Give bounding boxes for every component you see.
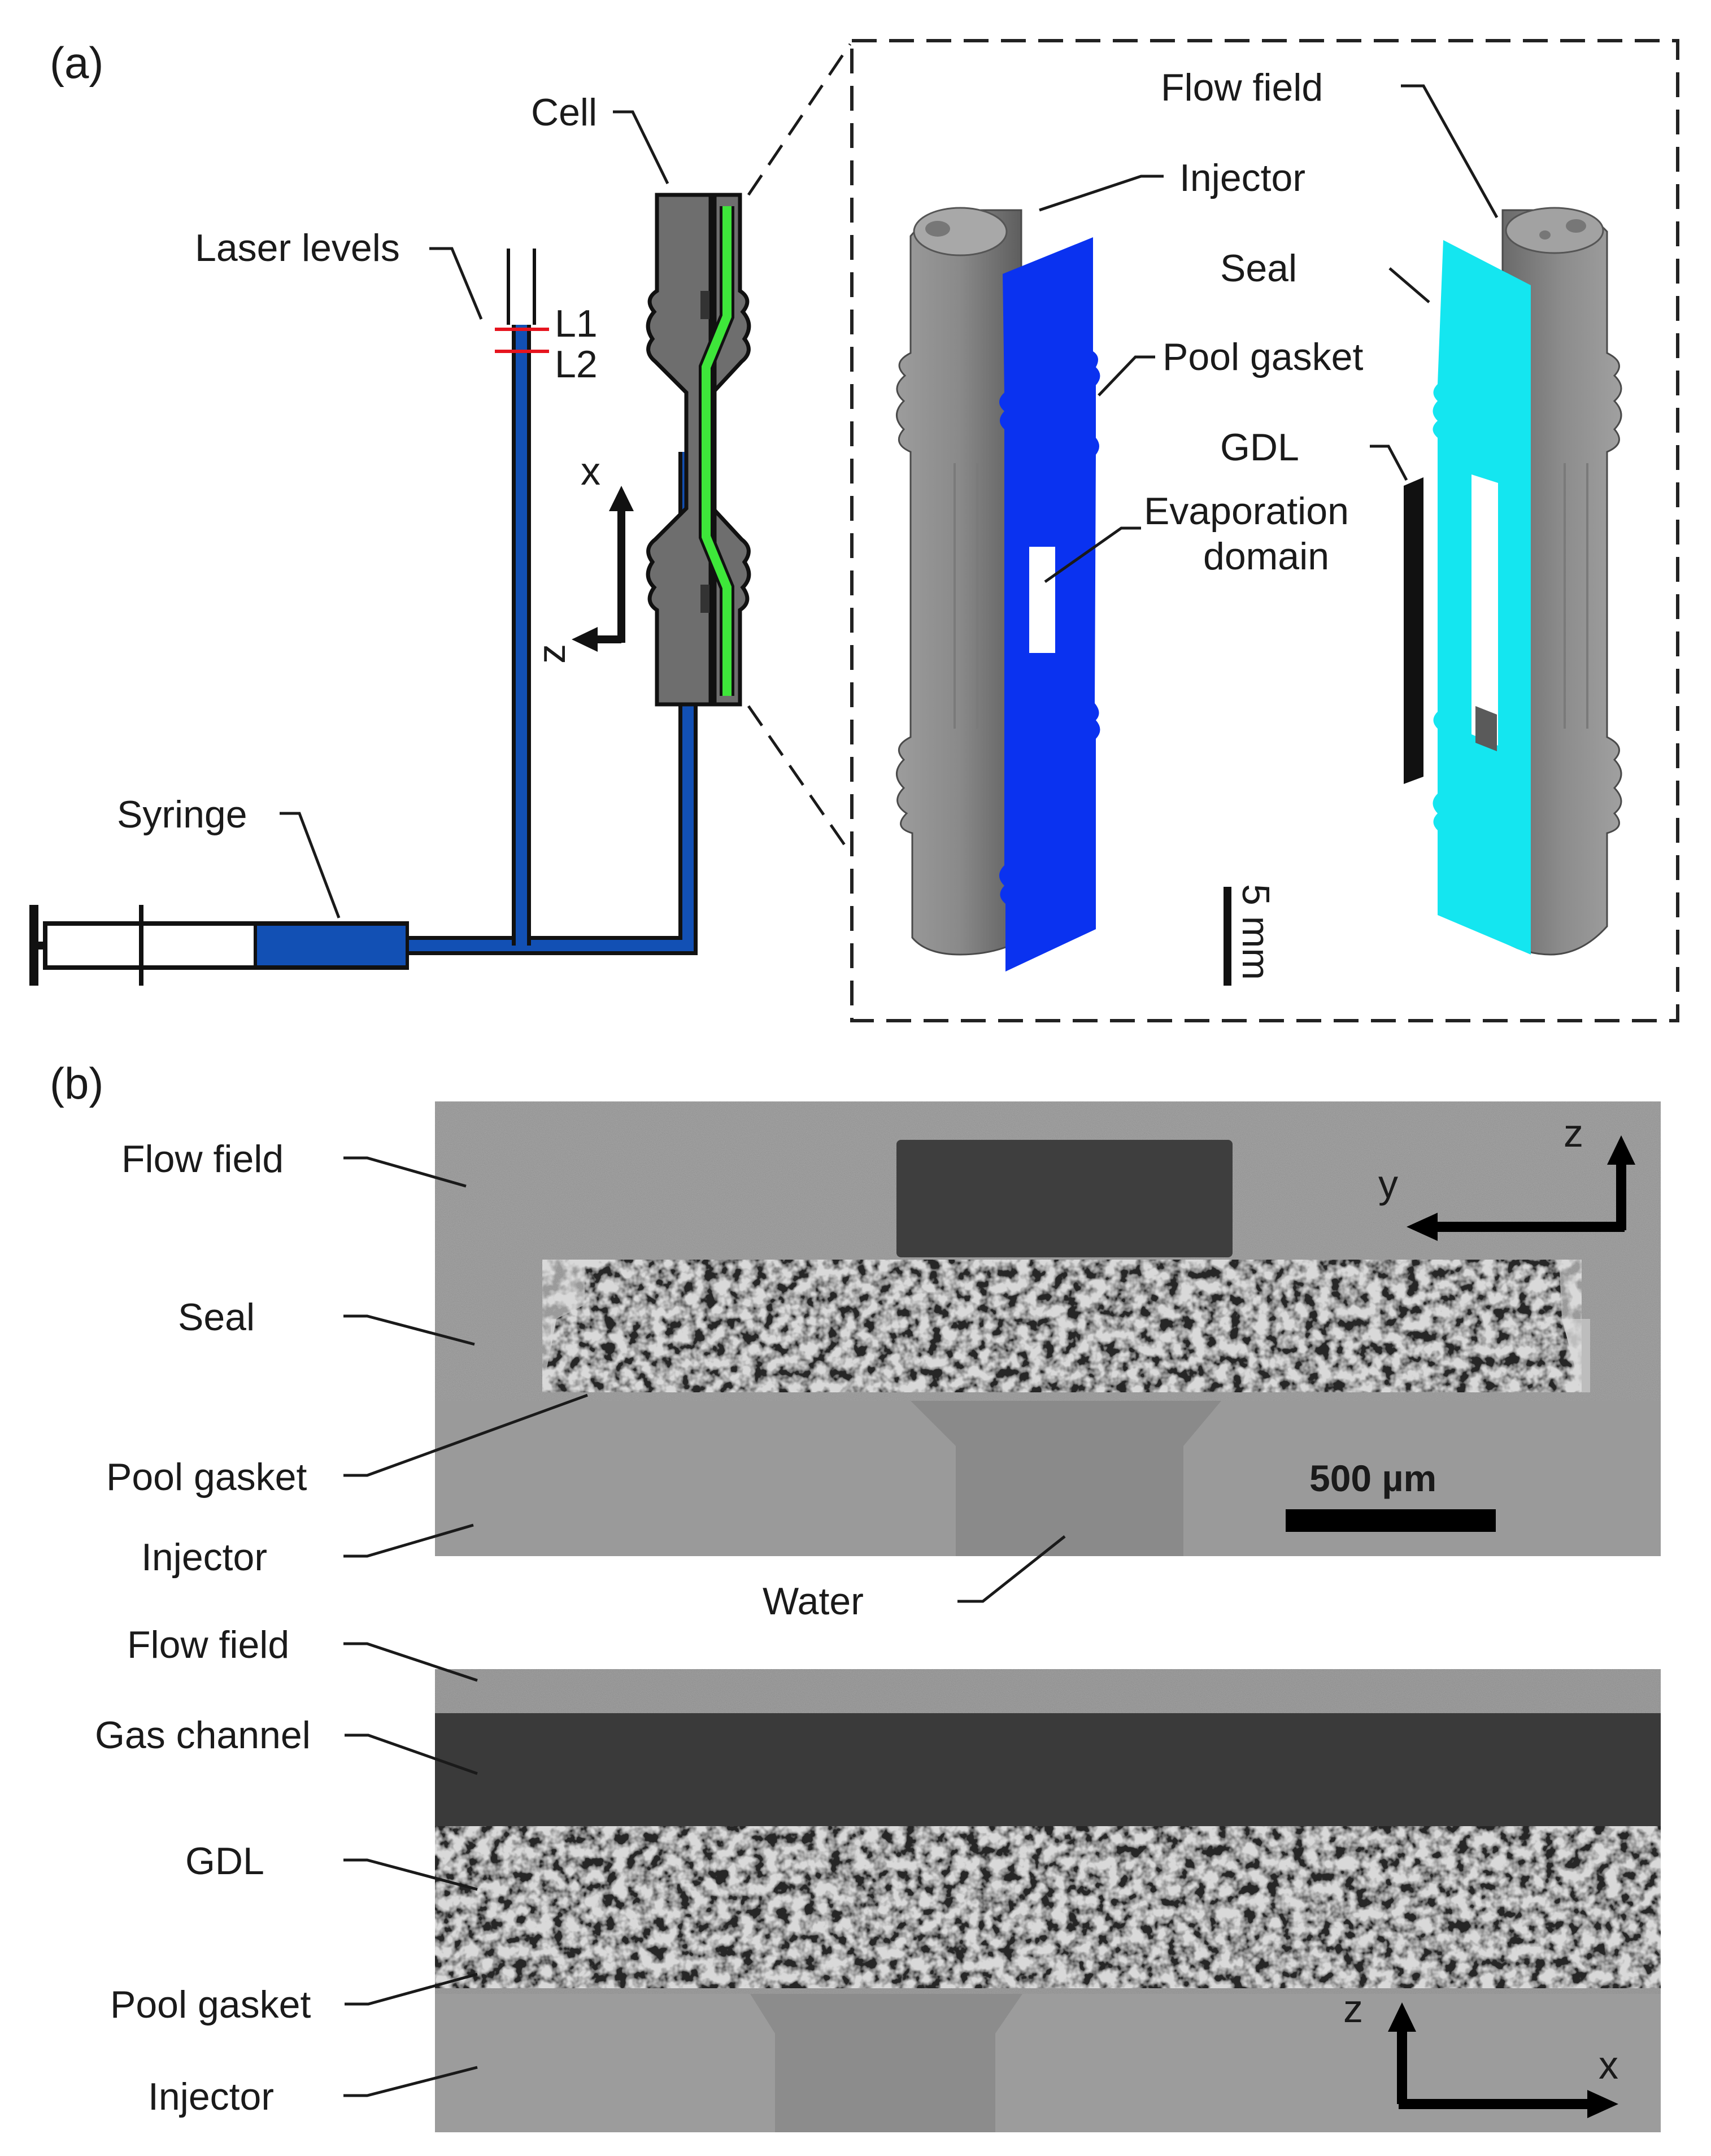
label-laser-levels: Laser levels <box>195 227 400 269</box>
bottom-label-gdl: GDL <box>185 1840 264 1883</box>
cell-cross-section: Cell <box>531 91 751 707</box>
label-injector: Injector <box>1179 156 1305 199</box>
top-slice-labels: Flow field Seal Pool gasket Injector Wat… <box>106 1138 1066 1623</box>
label-l2: L2 <box>555 343 598 386</box>
label-scale-5mm: 5 mm <box>1234 884 1277 980</box>
label-gdl: GDL <box>1220 426 1299 469</box>
syringe: Syringe <box>29 793 409 986</box>
panel-b-label: (b) <box>50 1059 103 1108</box>
water-region <box>911 1401 1221 1556</box>
label-l1: L1 <box>555 302 598 345</box>
injector-part <box>896 207 1022 956</box>
zoom-line-bottom <box>747 705 852 854</box>
label-evaporation-line2: domain <box>1203 535 1329 578</box>
cell-axes: x z <box>529 449 634 664</box>
label-water: Water <box>763 1580 864 1623</box>
exploded-view-inset: Injector Flow field Seal Pool gasket GDL… <box>850 39 1679 1022</box>
label-flow-field: Flow field <box>1161 66 1323 109</box>
cell-injector-half <box>646 193 713 707</box>
water-region-bottom <box>750 1994 1022 2132</box>
panel-a-label: (a) <box>50 38 103 88</box>
bottom-axis-z-label: z <box>1343 1987 1363 2031</box>
gas-channel-region <box>435 1713 1661 1826</box>
scale-bar-500um <box>1286 1509 1496 1532</box>
label-syringe: Syringe <box>117 793 247 836</box>
bottom-slice-labels: Flow field Gas channel GDL Pool gasket I… <box>95 1623 478 2118</box>
gdl-porous-layer-bottom <box>435 1826 1661 1988</box>
tubing-system <box>404 249 698 955</box>
ct-slice-bottom: z x <box>435 1669 1661 2132</box>
zoom-line-top <box>747 43 852 196</box>
label-scale-500um: 500 µm <box>1309 1457 1436 1499</box>
label-seal: Seal <box>1220 247 1297 290</box>
label-pool-gasket: Pool gasket <box>1163 336 1363 378</box>
bottom-label-injector: Injector <box>148 2075 274 2118</box>
bottom-label-gas-channel: Gas channel <box>95 1714 311 1757</box>
gdl-part <box>1404 477 1423 784</box>
axis-z-label: z <box>529 644 573 664</box>
evaporation-domain-window <box>1029 547 1055 653</box>
bottom-label-flow-field: Flow field <box>127 1623 289 1666</box>
flowfield-part <box>1501 207 1622 956</box>
top-label-seal: Seal <box>178 1296 255 1339</box>
label-evaporation-line1: Evaporation <box>1144 490 1349 533</box>
bottom-axis-x-label: x <box>1599 2043 1618 2087</box>
bottom-label-pool-gasket: Pool gasket <box>110 1983 311 2026</box>
top-axis-y-label: y <box>1378 1162 1398 1206</box>
axis-x-label: x <box>581 449 600 493</box>
label-cell: Cell <box>531 91 597 134</box>
ct-slice-top: 500 µm z y <box>435 1101 1661 1556</box>
flow-field-channel <box>896 1140 1233 1257</box>
top-label-injector: Injector <box>141 1536 267 1579</box>
top-label-flow-field: Flow field <box>121 1138 284 1181</box>
laser-levels: L1 L2 Laser levels <box>195 227 598 386</box>
top-label-pool-gasket: Pool gasket <box>106 1456 307 1499</box>
top-axis-z-label: z <box>1564 1111 1583 1155</box>
gdl-porous-layer <box>542 1260 1582 1392</box>
